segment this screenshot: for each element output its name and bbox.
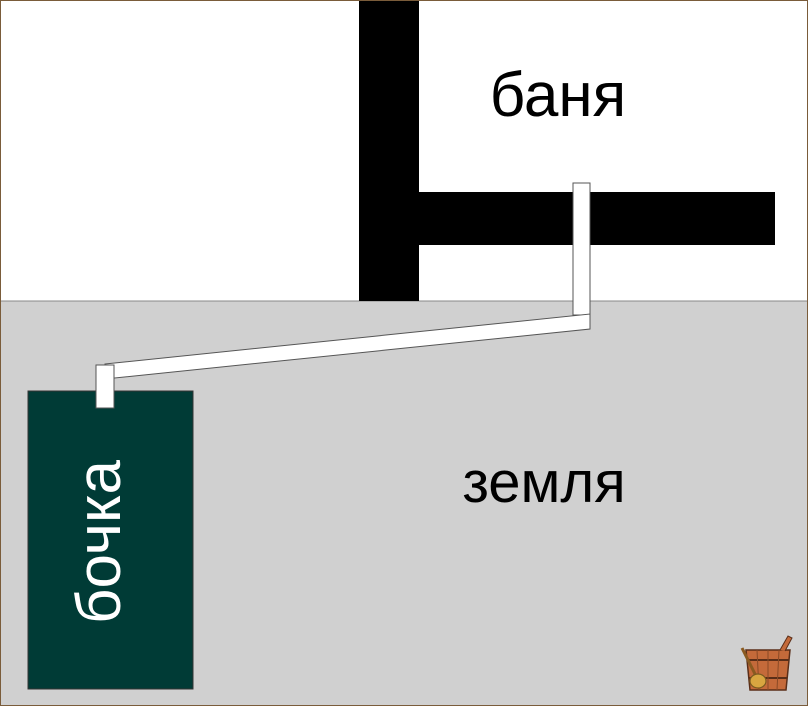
sauna-bucket-icon [740,635,793,691]
drain-pipe-vertical [572,182,591,316]
barrel-label: бочка [65,460,134,624]
ground-label: земля [462,450,625,515]
bathhouse-label: баня [490,61,626,130]
drain-pipe-inlet [95,364,115,409]
bathhouse-wall [359,0,419,301]
barrel [27,390,194,690]
bathhouse-floor [359,192,775,245]
